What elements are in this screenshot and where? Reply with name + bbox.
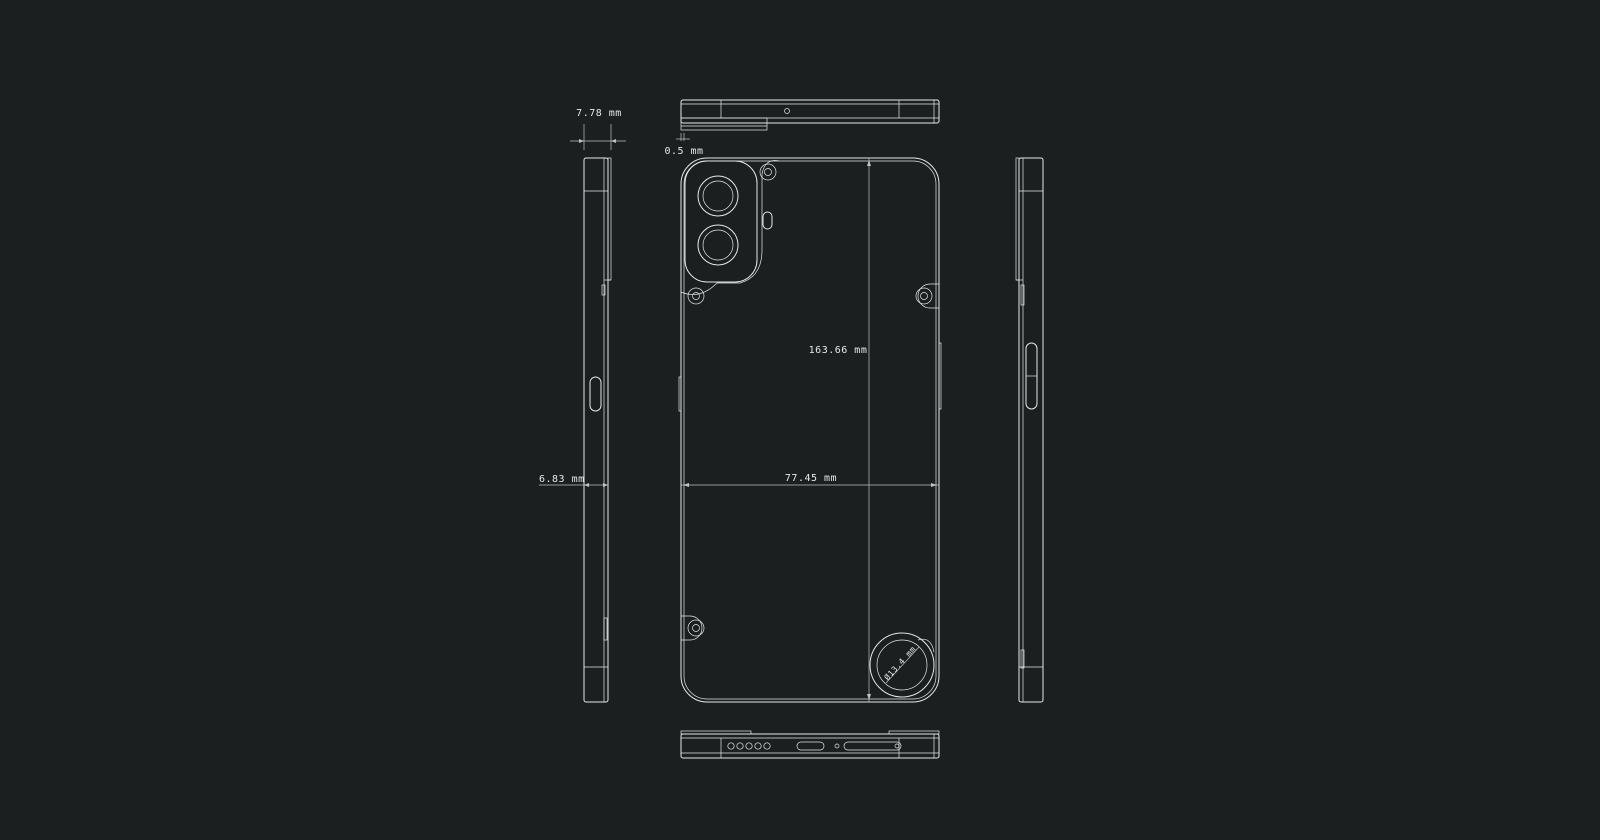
top-edge-view — [680, 99, 940, 131]
depth-max-label: 7.78 mm — [576, 108, 622, 119]
depth-body-label: 6.83 mm — [539, 474, 585, 485]
dimension-lines — [539, 124, 939, 702]
side-button-icon — [589, 376, 602, 412]
sim-tray-icon — [843, 741, 902, 751]
sim-eject-hole-icon — [894, 743, 900, 749]
camera-protrusion-label: 0.5 mm — [664, 146, 703, 157]
screw-upper-left-icon — [687, 287, 705, 305]
right-side-view — [1015, 157, 1044, 703]
screw-top-left-icon — [759, 163, 777, 181]
speaker-grille-icon — [727, 742, 771, 750]
glyph-circle — [869, 632, 935, 698]
top-mic-hole-icon — [784, 108, 790, 114]
camera-module — [684, 160, 758, 283]
ultrawide-camera-lens-icon — [697, 224, 739, 266]
bottom-edge-view — [680, 730, 940, 759]
back-view — [678, 157, 942, 703]
flash-icon — [762, 211, 773, 230]
usb-c-port-icon — [796, 741, 825, 751]
main-camera-lens-icon — [697, 175, 739, 217]
phone-outline — [680, 157, 940, 703]
height-label: 163.66 mm — [809, 345, 868, 356]
bottom-mic-hole-icon — [834, 743, 840, 749]
width-label: 77.45 mm — [785, 473, 837, 484]
left-side-view — [583, 157, 612, 703]
screw-lower-left-icon — [681, 615, 705, 641]
screw-upper-right-icon — [915, 283, 939, 309]
